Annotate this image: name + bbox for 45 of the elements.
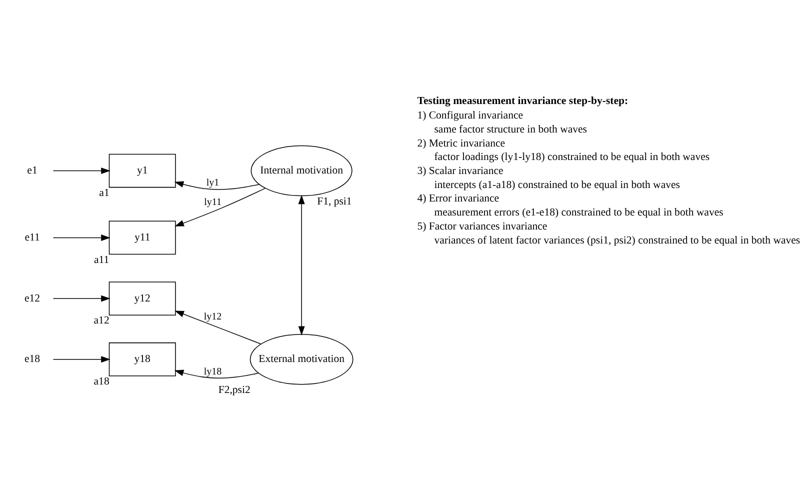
node-text: e12 bbox=[24, 292, 40, 304]
node-label: a11 bbox=[94, 253, 110, 266]
node-ellipse: Internal motivation bbox=[250, 144, 352, 196]
node-label: a18 bbox=[94, 375, 110, 388]
label: 3) bbox=[417, 164, 426, 176]
arrow bbox=[52, 294, 110, 302]
arrow bbox=[174, 180, 260, 190]
edge-label: ly12 bbox=[204, 311, 222, 322]
label: Metric invariance bbox=[428, 136, 506, 149]
node-text: e11 bbox=[24, 231, 40, 244]
label: Configural invariance bbox=[428, 109, 524, 122]
label: same factor structure in both waves bbox=[434, 122, 587, 135]
label: Scalar invariance bbox=[428, 164, 504, 176]
arrow bbox=[52, 356, 110, 362]
node-label: F1, psi1 bbox=[317, 194, 352, 207]
label: 2) bbox=[417, 136, 426, 149]
arrow bbox=[298, 194, 305, 335]
node-text: e18 bbox=[24, 352, 40, 365]
node-box: y1 bbox=[108, 153, 176, 188]
arrow bbox=[52, 234, 110, 240]
edge-label: ly11 bbox=[204, 196, 222, 208]
label: variances of latent factor variances (psi1, psi2) constrained to be equal in both waves bbox=[434, 234, 800, 246]
label: factor loadings (ly1-ly18) constrained to be equal in both waves bbox=[434, 150, 710, 163]
edge-label: ly18 bbox=[204, 366, 222, 377]
edge-label: ly1 bbox=[206, 177, 220, 188]
node-label: F2,psi2 bbox=[218, 383, 250, 396]
node-label: a1 bbox=[99, 186, 110, 198]
node-ellipse: External motivation bbox=[250, 333, 354, 384]
arrow bbox=[52, 167, 110, 174]
label: 1) bbox=[417, 109, 426, 122]
arrow bbox=[174, 310, 262, 344]
node-label: a12 bbox=[94, 314, 110, 326]
label: 5) bbox=[417, 220, 426, 232]
arrow bbox=[174, 369, 259, 378]
label: Error invariance bbox=[428, 192, 500, 204]
node-box: y12 bbox=[108, 281, 176, 315]
label: Testing measurement invariance step-by-step: bbox=[417, 94, 628, 106]
label: measurement errors (e1-e18) constrained to be equal in both waves bbox=[434, 206, 724, 218]
label: Factor variances invariance bbox=[428, 220, 548, 232]
node-text: e1 bbox=[27, 164, 38, 176]
node-box: y11 bbox=[108, 220, 176, 254]
arrow bbox=[174, 187, 266, 226]
label: 4) bbox=[417, 192, 426, 204]
label: intercepts (a1-a18) constrained to be equal in both waves bbox=[434, 178, 680, 190]
node-box: y18 bbox=[108, 342, 176, 376]
